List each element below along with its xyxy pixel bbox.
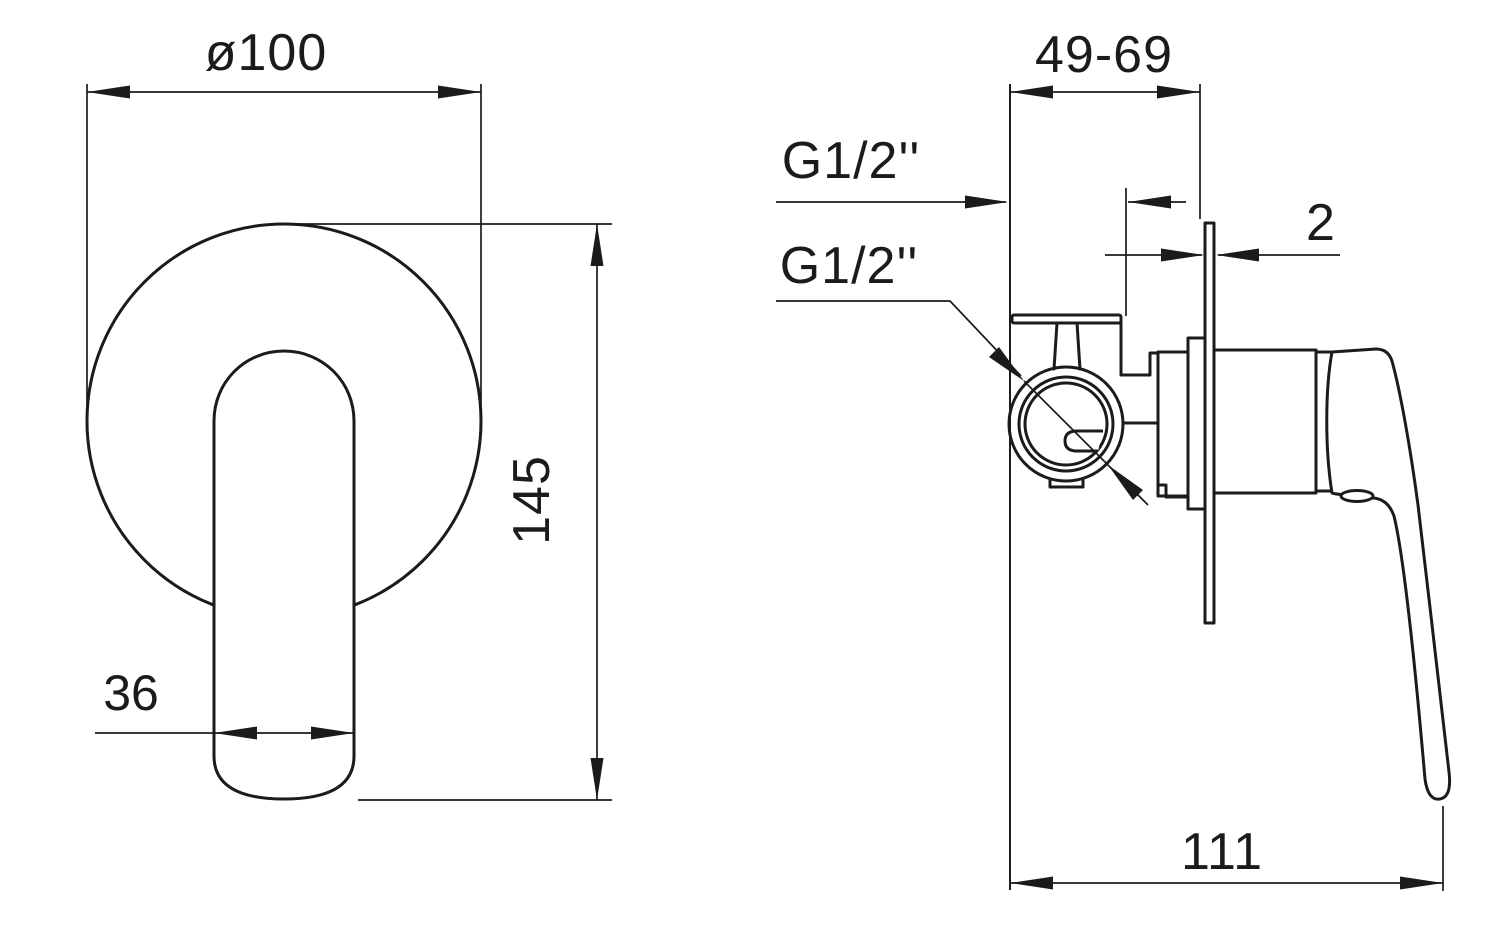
thread-inlet-label: G1/2'' [780,237,919,295]
side-view [1007,84,1452,890]
cartridge-housing [1212,348,1318,495]
valve-body-profile [1119,321,1159,377]
inlet-boss-bore [1023,381,1109,467]
front-view [85,222,483,801]
dim-lever-width-label: 36 [103,665,159,721]
mounting-flange [1186,336,1207,511]
inlet-boss-ring [1017,375,1115,473]
front-view-dimensions: ø100 145 36 [86,24,612,801]
hub-joint-lines [1314,350,1334,493]
handle-setscrew-recess [1339,489,1375,503]
cartridge-neck [1156,350,1190,498]
top-port-stub [1052,321,1082,371]
dim-height-label: 145 [503,455,561,545]
front-lever-handle [212,349,356,801]
valve-top-cap [1010,313,1123,325]
dim-diameter-label: ø100 [205,24,328,82]
side-view-dimensions: 49-69 G1/2'' G1/2'' 2 [776,26,1444,891]
dim-depth-range-label: 49-69 [1035,26,1173,84]
neck-bottom-steps [1156,483,1190,499]
dim-total-depth-label: 111 [1181,823,1263,881]
side-lever-handle [1325,347,1452,801]
dim-plate-thickness-label: 2 [1306,194,1336,252]
thread-top-label: G1/2'' [782,132,921,190]
